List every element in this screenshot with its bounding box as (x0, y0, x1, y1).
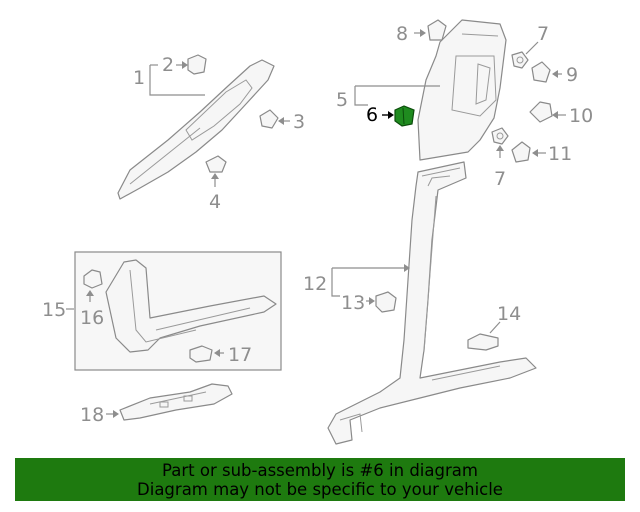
leader-14 (489, 321, 501, 334)
arrow-4 (211, 173, 219, 179)
part-10-cap[interactable] (529, 101, 553, 123)
callout-13: 13 (341, 292, 365, 314)
arrow-18 (113, 410, 119, 418)
arrow-11 (532, 149, 538, 157)
callout-15: 15 (42, 299, 66, 321)
arrow-2 (182, 61, 188, 69)
callout-18: 18 (80, 404, 104, 426)
callout-4: 4 (209, 191, 221, 213)
callout-5: 5 (336, 89, 348, 111)
part-5-upper-b-pillar-trim[interactable] (417, 19, 507, 161)
arrow-13 (369, 297, 375, 305)
callout-1: 1 (133, 67, 145, 89)
banner-line-2: Diagram may not be specific to your vehi… (137, 480, 503, 499)
part-7-bolt-lower[interactable] (491, 127, 509, 145)
part-1-a-pillar-trim[interactable] (117, 59, 275, 200)
leader-1 (149, 65, 205, 96)
part-3-cap[interactable] (259, 109, 279, 129)
callout-6: 6 (366, 104, 378, 126)
callout-2: 2 (162, 54, 174, 76)
part-14-bracket[interactable] (467, 333, 499, 351)
arrow-8 (420, 29, 426, 37)
arrow-3 (278, 117, 284, 125)
banner-line-1: Part or sub-assembly is #6 in diagram (162, 461, 478, 480)
leader-7a (525, 41, 539, 55)
part-9-cap[interactable] (531, 61, 551, 83)
part-18-lower-panel[interactable] (119, 383, 233, 421)
arrow-10 (552, 111, 558, 119)
callout-11: 11 (548, 143, 572, 165)
arrow-9 (552, 70, 558, 78)
callout-7b: 7 (494, 168, 506, 190)
callout-7a: 7 (537, 23, 549, 45)
part-7-bolt-upper[interactable] (511, 51, 529, 69)
part-15-scuff-plate[interactable] (105, 259, 277, 353)
leader-5 (354, 86, 368, 106)
part-13-clip[interactable] (375, 291, 397, 313)
part-16-clip[interactable] (83, 269, 103, 289)
leader-12 (331, 268, 340, 297)
part-2-clip[interactable] (187, 54, 207, 75)
arrow-17 (214, 349, 220, 357)
callout-17: 17 (228, 344, 252, 366)
part-11-cap[interactable] (511, 141, 531, 163)
part-4-clip[interactable] (205, 155, 227, 173)
part-12-lower-b-pillar-trim[interactable] (327, 161, 537, 445)
arrow-16 (86, 290, 94, 296)
callout-12: 12 (303, 273, 327, 295)
callout-9: 9 (566, 64, 578, 86)
part-17-clip[interactable] (189, 345, 213, 363)
callout-16: 16 (80, 307, 104, 329)
part-6-clip-highlighted[interactable] (394, 105, 415, 127)
callout-8: 8 (396, 23, 408, 45)
arrow-12 (404, 264, 410, 272)
callout-3: 3 (293, 111, 305, 133)
callout-10: 10 (569, 105, 593, 127)
callout-14: 14 (497, 303, 521, 325)
info-banner: Part or sub-assembly is #6 in diagram Di… (15, 458, 625, 501)
part-8-clip[interactable] (427, 19, 447, 41)
arrow-7b (496, 145, 504, 151)
arrow-6 (388, 111, 394, 119)
